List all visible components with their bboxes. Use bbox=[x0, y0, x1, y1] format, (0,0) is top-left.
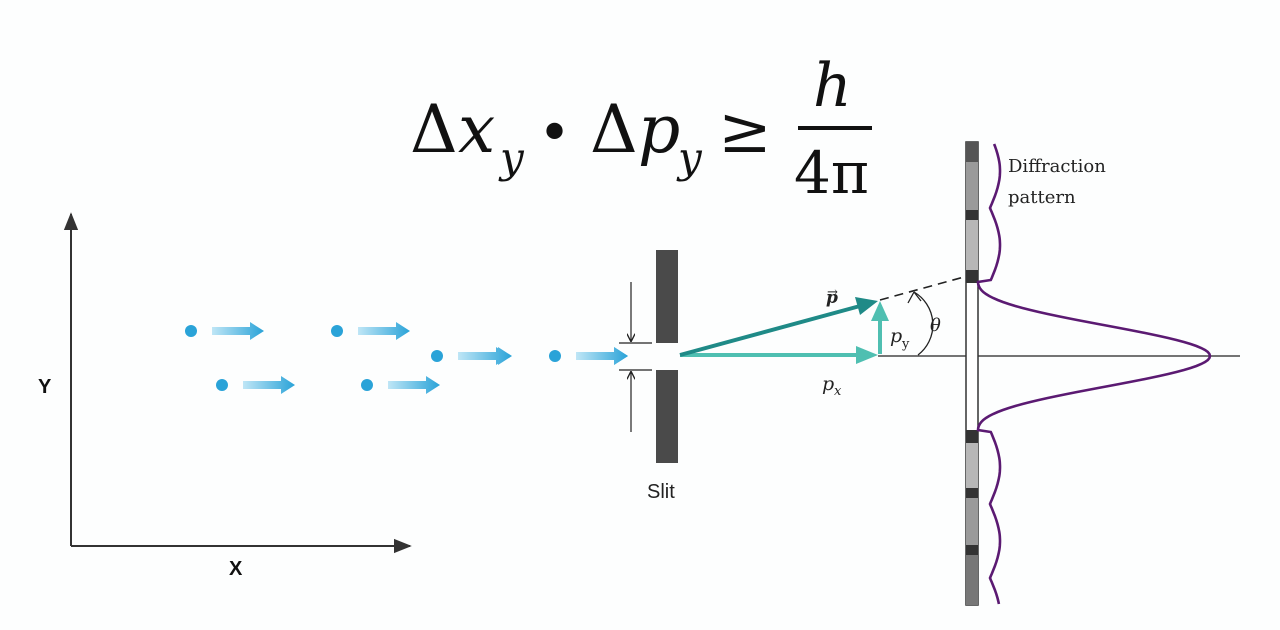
screen-band bbox=[966, 555, 978, 605]
screen-band bbox=[966, 430, 978, 443]
particle-motion-arrow bbox=[243, 376, 295, 394]
screen-band bbox=[966, 210, 978, 220]
px-subscript: x bbox=[834, 384, 842, 399]
particle-dot bbox=[185, 325, 197, 337]
screen-band bbox=[966, 488, 978, 498]
p-direction-extension bbox=[879, 273, 976, 301]
slit-barrier: Slit bbox=[619, 250, 678, 503]
formula-delta-2: Δ bbox=[590, 91, 638, 168]
particle-stream bbox=[185, 322, 628, 394]
uncertainty-formula: Δ x y • Δ p y ≥ h 4π bbox=[410, 51, 872, 207]
detection-screen bbox=[965, 141, 979, 606]
formula-geq: ≥ bbox=[718, 94, 772, 168]
py-label: p bbox=[890, 325, 902, 347]
px-vector-head bbox=[856, 346, 878, 364]
px-label: p bbox=[822, 373, 834, 395]
formula-bullet: • bbox=[538, 101, 571, 166]
p-vector-arrow-glyph: → bbox=[827, 285, 838, 300]
formula-x-subscript: y bbox=[498, 133, 525, 182]
diffraction-intensity-curve bbox=[976, 143, 1212, 605]
theta-arc-head bbox=[907, 291, 922, 304]
x-axis-label: X bbox=[229, 558, 243, 580]
screen-band bbox=[966, 220, 978, 270]
particle-motion-arrow bbox=[212, 322, 264, 340]
slit-upper-block bbox=[656, 250, 678, 343]
formula-p: p bbox=[638, 91, 680, 168]
xy-axes: Y X bbox=[38, 212, 412, 580]
screen-band bbox=[966, 545, 978, 555]
py-subscript: y bbox=[901, 337, 910, 352]
formula-denominator: 4π bbox=[794, 139, 869, 207]
p-vector-label: p bbox=[826, 288, 838, 308]
screen-band bbox=[966, 498, 978, 545]
screen-dark-bands bbox=[966, 142, 978, 605]
screen-band bbox=[966, 142, 978, 162]
formula-p-subscript: y bbox=[676, 133, 703, 182]
particle-motion-arrow bbox=[576, 347, 628, 365]
p-vector-line bbox=[679, 304, 861, 357]
momentum-vectors: p → p x p y θ bbox=[679, 273, 976, 399]
particle-motion-arrow bbox=[358, 322, 410, 340]
screen-band bbox=[966, 162, 978, 210]
theta-label: θ bbox=[930, 315, 941, 336]
particle-motion-arrow bbox=[388, 376, 440, 394]
diffraction-label-line-2: pattern bbox=[1008, 187, 1076, 208]
particle-motion-arrow bbox=[458, 347, 512, 365]
particle-dot bbox=[331, 325, 343, 337]
slit-lower-block bbox=[656, 370, 678, 463]
particle-dot bbox=[361, 379, 373, 391]
diffraction-label-line-1: Diffraction bbox=[1008, 156, 1106, 177]
screen-band bbox=[966, 443, 978, 488]
y-axis-label: Y bbox=[38, 376, 52, 398]
particle-dot bbox=[549, 350, 561, 362]
py-vector-head bbox=[871, 301, 889, 321]
formula-delta-1: Δ bbox=[410, 91, 458, 168]
p-vector-head bbox=[855, 297, 878, 315]
screen-band bbox=[966, 270, 978, 283]
particle-dot bbox=[216, 379, 228, 391]
particle-dot bbox=[431, 350, 443, 362]
theta-arc bbox=[913, 291, 934, 356]
formula-x: x bbox=[458, 91, 495, 168]
slit-label: Slit bbox=[647, 481, 675, 503]
formula-numerator: h bbox=[813, 51, 852, 121]
